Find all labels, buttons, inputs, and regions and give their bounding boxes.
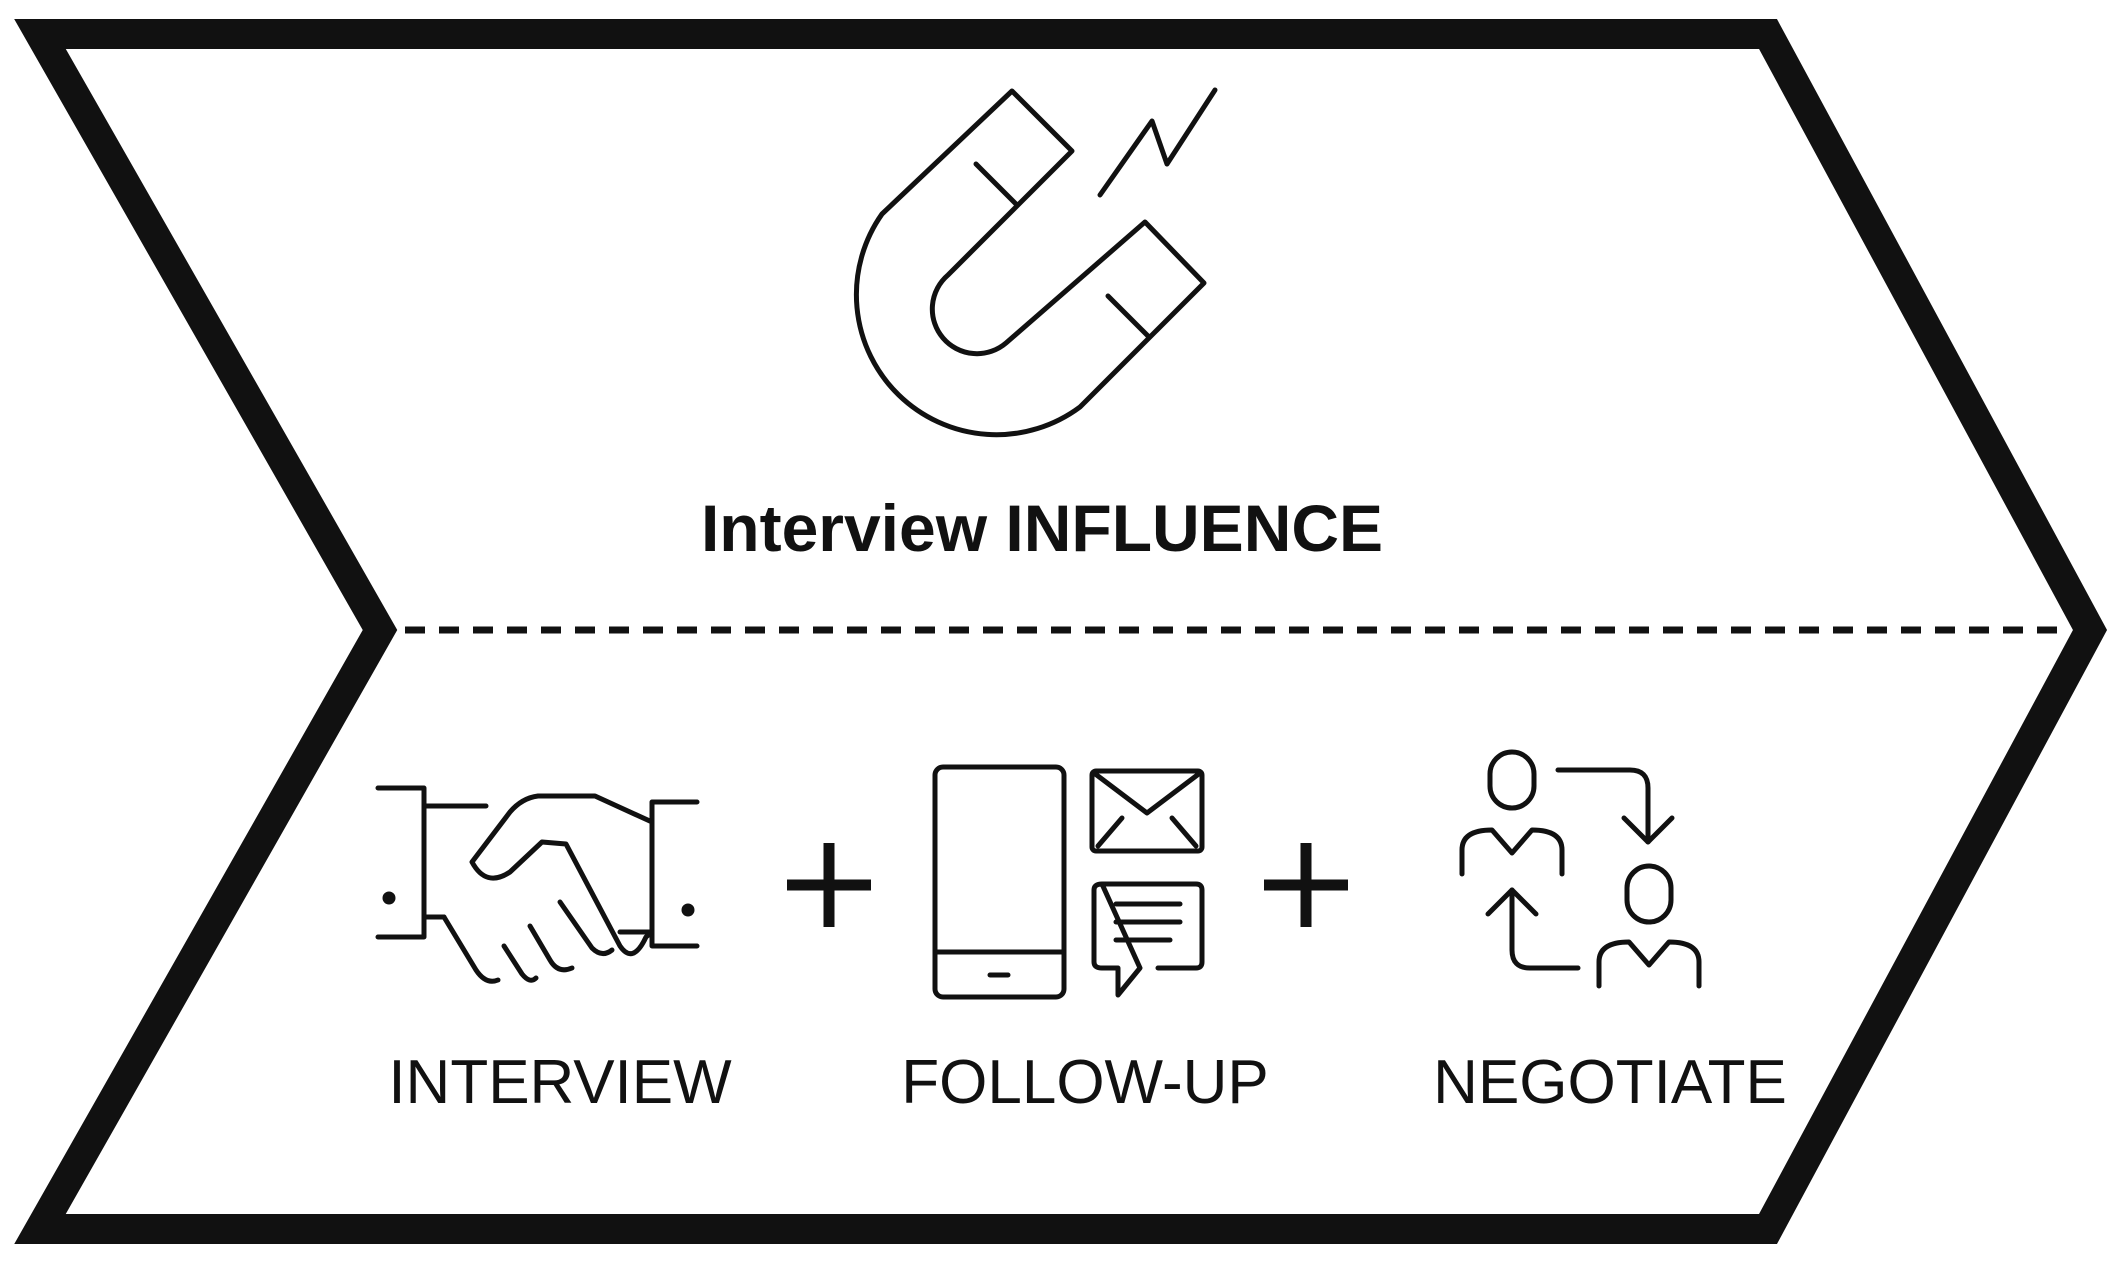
magnet-icon [853,87,1218,438]
phone-message-icon [932,764,1205,1000]
plus-connector-2 [1264,843,1348,927]
step-label-negotiate: NEGOTIATE [1433,1048,1787,1117]
chevron-frame [14,19,2108,1244]
plus-connector-1 [787,843,871,927]
people-exchange-icon [1459,749,1702,989]
step-label-follow-up: FOLLOW-UP [901,1048,1269,1117]
diagram-title: Interview INFLUENCE [700,491,1384,565]
handshake-icon [375,785,700,984]
step-label-interview: INTERVIEW [388,1048,732,1117]
